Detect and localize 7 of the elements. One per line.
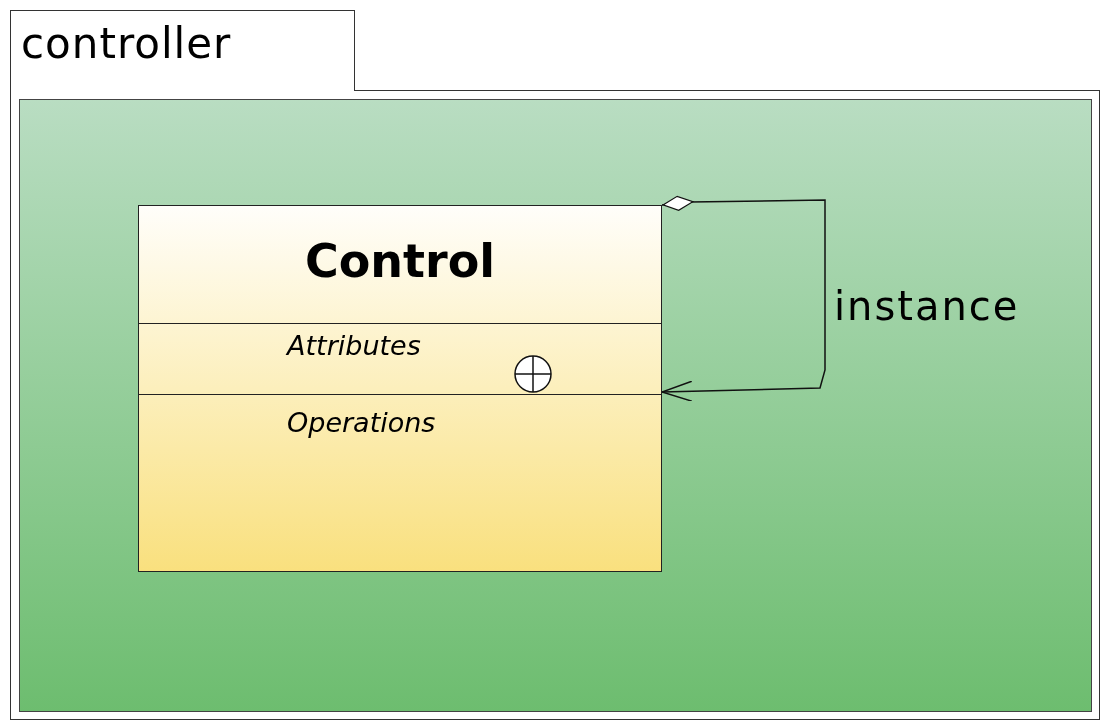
package-frame [10,10,1100,720]
package-name-tab: controller [10,10,355,91]
edge-label: instance [834,283,1021,329]
class-name: Control [303,233,497,290]
association-arrow [661,195,826,402]
class-box [138,205,662,572]
operations-compartment: Operations [139,394,661,451]
